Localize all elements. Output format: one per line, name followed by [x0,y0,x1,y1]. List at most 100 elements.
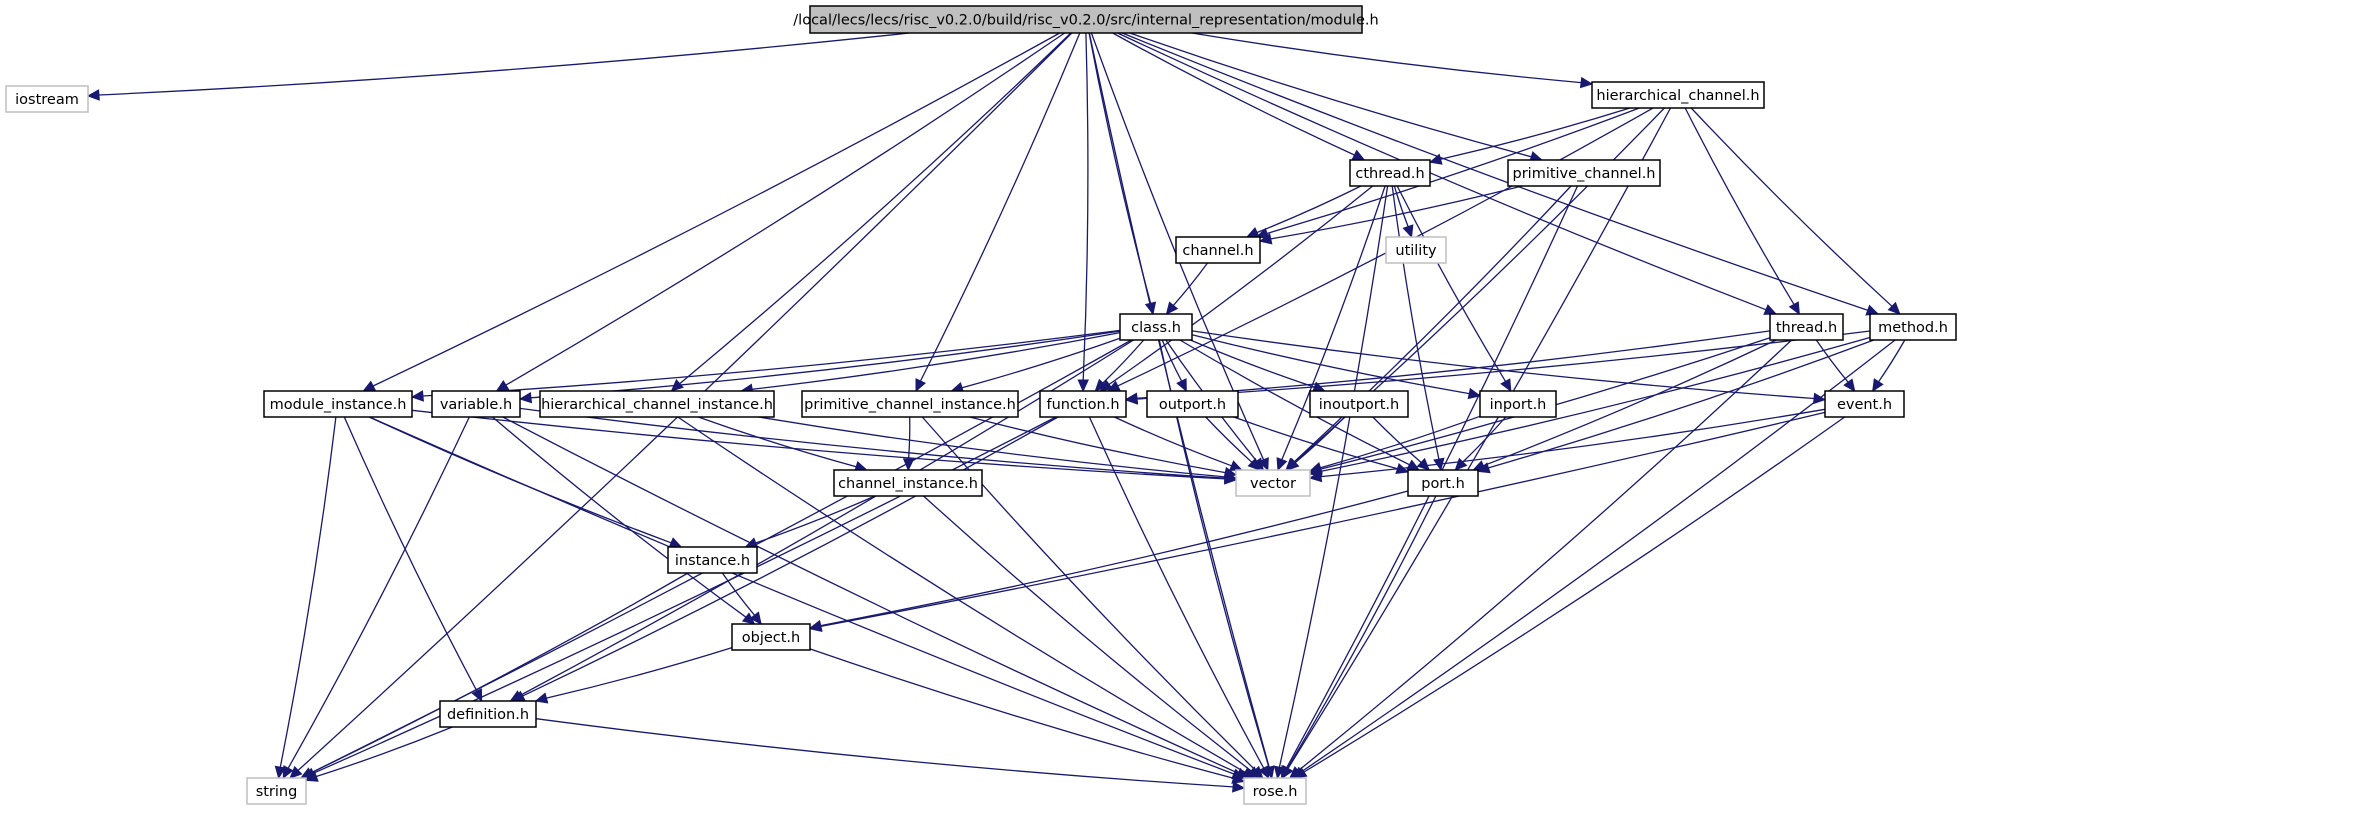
node-hierarchical-channel-h[interactable]: hierarchical_channel.h [1591,81,1765,109]
node-label: function.h [1046,397,1119,413]
edge-method-h-to-function-h [1124,330,1871,405]
node-box [246,777,307,805]
edge-class-h-to-module-instance-h [410,329,1121,402]
edge-primitive-channel-instance-h-to-channel-instance-h [902,416,915,472]
edge-line [820,490,1409,627]
edge-inoutport-h-to-vector [1286,416,1346,471]
arrowhead-icon [1476,462,1491,474]
node-label: method.h [1878,320,1948,336]
node-string: string [246,777,307,805]
node-inport-h[interactable]: inport.h [1479,390,1557,418]
edge-line [907,416,911,460]
edge-hierarchical-channel-h-to-rose-h [1281,107,1672,780]
node-vector: vector [1235,469,1311,497]
arrowhead-icon [1281,765,1293,780]
edge-line [316,726,453,778]
edge-channel-h-to-class-h [1165,262,1209,315]
arrowhead-icon [1887,301,1901,315]
edge-method-h-to-event-h [1872,339,1906,393]
node-box [833,469,983,497]
edge-hierarchical-channel-instance-h-to-channel-instance-h [698,416,868,473]
node-thread-h[interactable]: thread.h [1769,313,1844,341]
node-object-h[interactable]: object.h [731,623,811,651]
edge-line [1117,32,1767,311]
node-function-h[interactable]: function.h [1039,390,1127,418]
node-event-h[interactable]: event.h [1824,390,1905,418]
node-label: outport.h [1159,397,1226,413]
edge-line [1129,32,1532,158]
node-hierarchical-channel-instance-h[interactable]: hierarchical_channel_instance.h [539,390,775,418]
edge-line [1483,339,1777,467]
edge-module-h-to-class-h [1088,32,1157,316]
edge-line [923,495,1252,772]
arrowhead-icon [1228,460,1243,471]
arrowhead-icon [274,765,287,780]
edge-hierarchical-channel-h-to-thread-h [1684,107,1800,316]
edge-module-instance-h-to-vector [411,409,1238,485]
node-box [1407,469,1479,497]
arrowhead-icon [1308,462,1323,474]
node-module-instance-h[interactable]: module_instance.h [263,390,413,418]
edge-hierarchical-channel-h-to-method-h [1690,107,1901,315]
edge-class-h-to-inport-h [1191,334,1482,400]
edge-line [287,416,470,769]
node-primitive-channel-instance-h[interactable]: primitive_channel_instance.h [801,390,1019,418]
edge-module-h-to-cthread-h [1112,32,1366,161]
node-label: vector [1250,476,1296,492]
node-definition-h[interactable]: definition.h [439,700,537,728]
edge-channel-instance-h-to-instance-h [744,495,876,549]
node-label: channel_instance.h [838,476,978,492]
edge-hierarchical-channel-h-to-cthread-h [1428,107,1631,165]
edge-line [755,495,876,544]
node-box [1591,81,1765,109]
node-box [1039,390,1127,418]
edge-cthread-h-to-vector [1276,185,1386,472]
arrowhead-icon [304,770,319,782]
node-port-h[interactable]: port.h [1407,469,1479,497]
node-box [263,390,413,418]
edge-cthread-h-to-port-h [1391,185,1445,472]
edge-instance-h-to-string [299,572,689,779]
node-box [1235,469,1311,497]
node-box [731,623,811,651]
node-instance-h[interactable]: instance.h [667,546,758,574]
edge-line [1878,339,1906,383]
edge-instance-h-to-object-h [721,572,762,625]
node-cthread-h[interactable]: cthread.h [1349,159,1431,187]
node-channel-instance-h[interactable]: channel_instance.h [833,469,983,497]
arrowhead-icon [1247,457,1261,471]
node-primitive-channel-h[interactable]: primitive_channel.h [1507,159,1661,187]
edge-line [1190,339,1315,388]
edge-line [505,32,1065,386]
edge-line [1684,107,1795,305]
arrowhead-icon [1293,766,1308,779]
edge-outport-h-to-vector [1205,416,1261,471]
edge-line [1114,416,1232,467]
edge-line [1286,495,1437,769]
edge-line [919,32,1081,382]
node-variable-h[interactable]: variable.h [431,390,521,418]
arrowhead-icon [362,380,377,392]
node-box [1243,777,1307,805]
node-class-h[interactable]: class.h [1119,313,1193,341]
node-module-h[interactable]: /local/lecs/lecs/risc_v0.2.0/build/risc_… [793,5,1379,34]
edge-line [1393,185,1409,227]
arrowhead-icon [1416,457,1431,471]
arrowhead-icon [1247,766,1261,779]
edge-module-h-to-primitive-channel-h [1129,32,1543,163]
node-inoutport-h[interactable]: inoutport.h [1309,390,1409,418]
arrowhead-icon [1428,153,1443,165]
edge-variable-h-to-string [282,416,470,780]
arrowhead-icon [1276,457,1288,472]
node-outport-h[interactable]: outport.h [1146,390,1239,418]
edge-module-h-to-variable-h [495,32,1065,392]
edge-cthread-h-to-channel-h [1245,185,1362,238]
node-method-h[interactable]: method.h [1869,313,1957,341]
edge-class-h-to-outport-h [1161,339,1187,393]
arrowhead-icon [744,537,759,549]
arrowhead-icon [915,378,927,393]
edge-line [343,416,478,692]
edge-line [310,572,689,774]
node-channel-h[interactable]: channel.h [1175,236,1261,264]
